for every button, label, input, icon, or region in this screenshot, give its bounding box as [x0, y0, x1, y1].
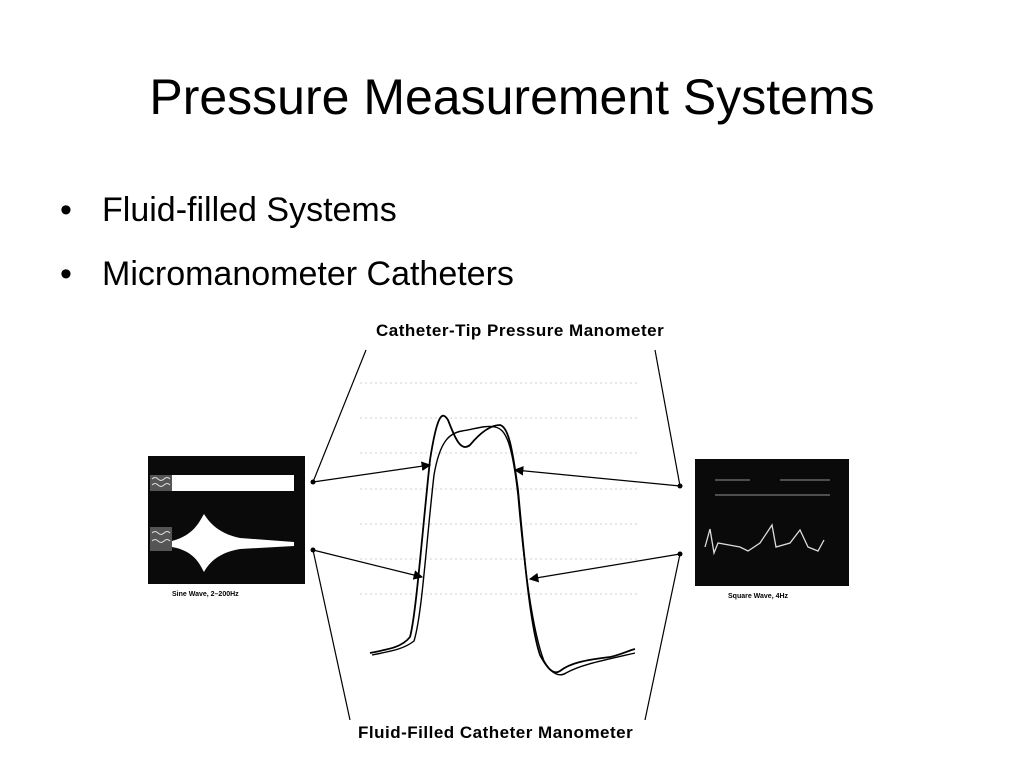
connector-dots [310, 479, 683, 557]
bullet-list: • Fluid-filled Systems • Micromanometer … [60, 190, 514, 318]
bullet-text: Fluid-filled Systems [102, 191, 397, 229]
manometer-diagram [148, 349, 849, 721]
pressure-waveforms [369, 414, 636, 676]
sine-wave-scope [148, 456, 305, 584]
bullet-dot-icon: • [60, 255, 72, 293]
connector-lines [312, 349, 681, 721]
bullet-item: • Micromanometer Catheters [60, 254, 514, 294]
catheter-tip-label: Catheter-Tip Pressure Manometer [376, 321, 665, 340]
fluid-filled-label: Fluid-Filled Catheter Manometer [358, 723, 634, 742]
bullet-item: • Fluid-filled Systems [60, 190, 514, 230]
square-wave-caption: Square Wave, 4Hz [728, 593, 789, 600]
arrows [312, 461, 681, 583]
square-wave-scope [695, 459, 849, 586]
catheter-tip-trace [369, 414, 636, 674]
fluid-filled-trace [371, 425, 636, 676]
sine-wave-caption: Sine Wave, 2–200Hz [172, 591, 239, 598]
manometer-figure: Catheter-Tip Pressure Manometer Fluid-Fi… [140, 315, 860, 755]
slide-title: Pressure Measurement Systems [149, 69, 875, 125]
bullet-dot-icon: • [60, 191, 72, 229]
bullet-text: Micromanometer Catheters [102, 255, 514, 293]
recording-gridlines [360, 382, 640, 595]
